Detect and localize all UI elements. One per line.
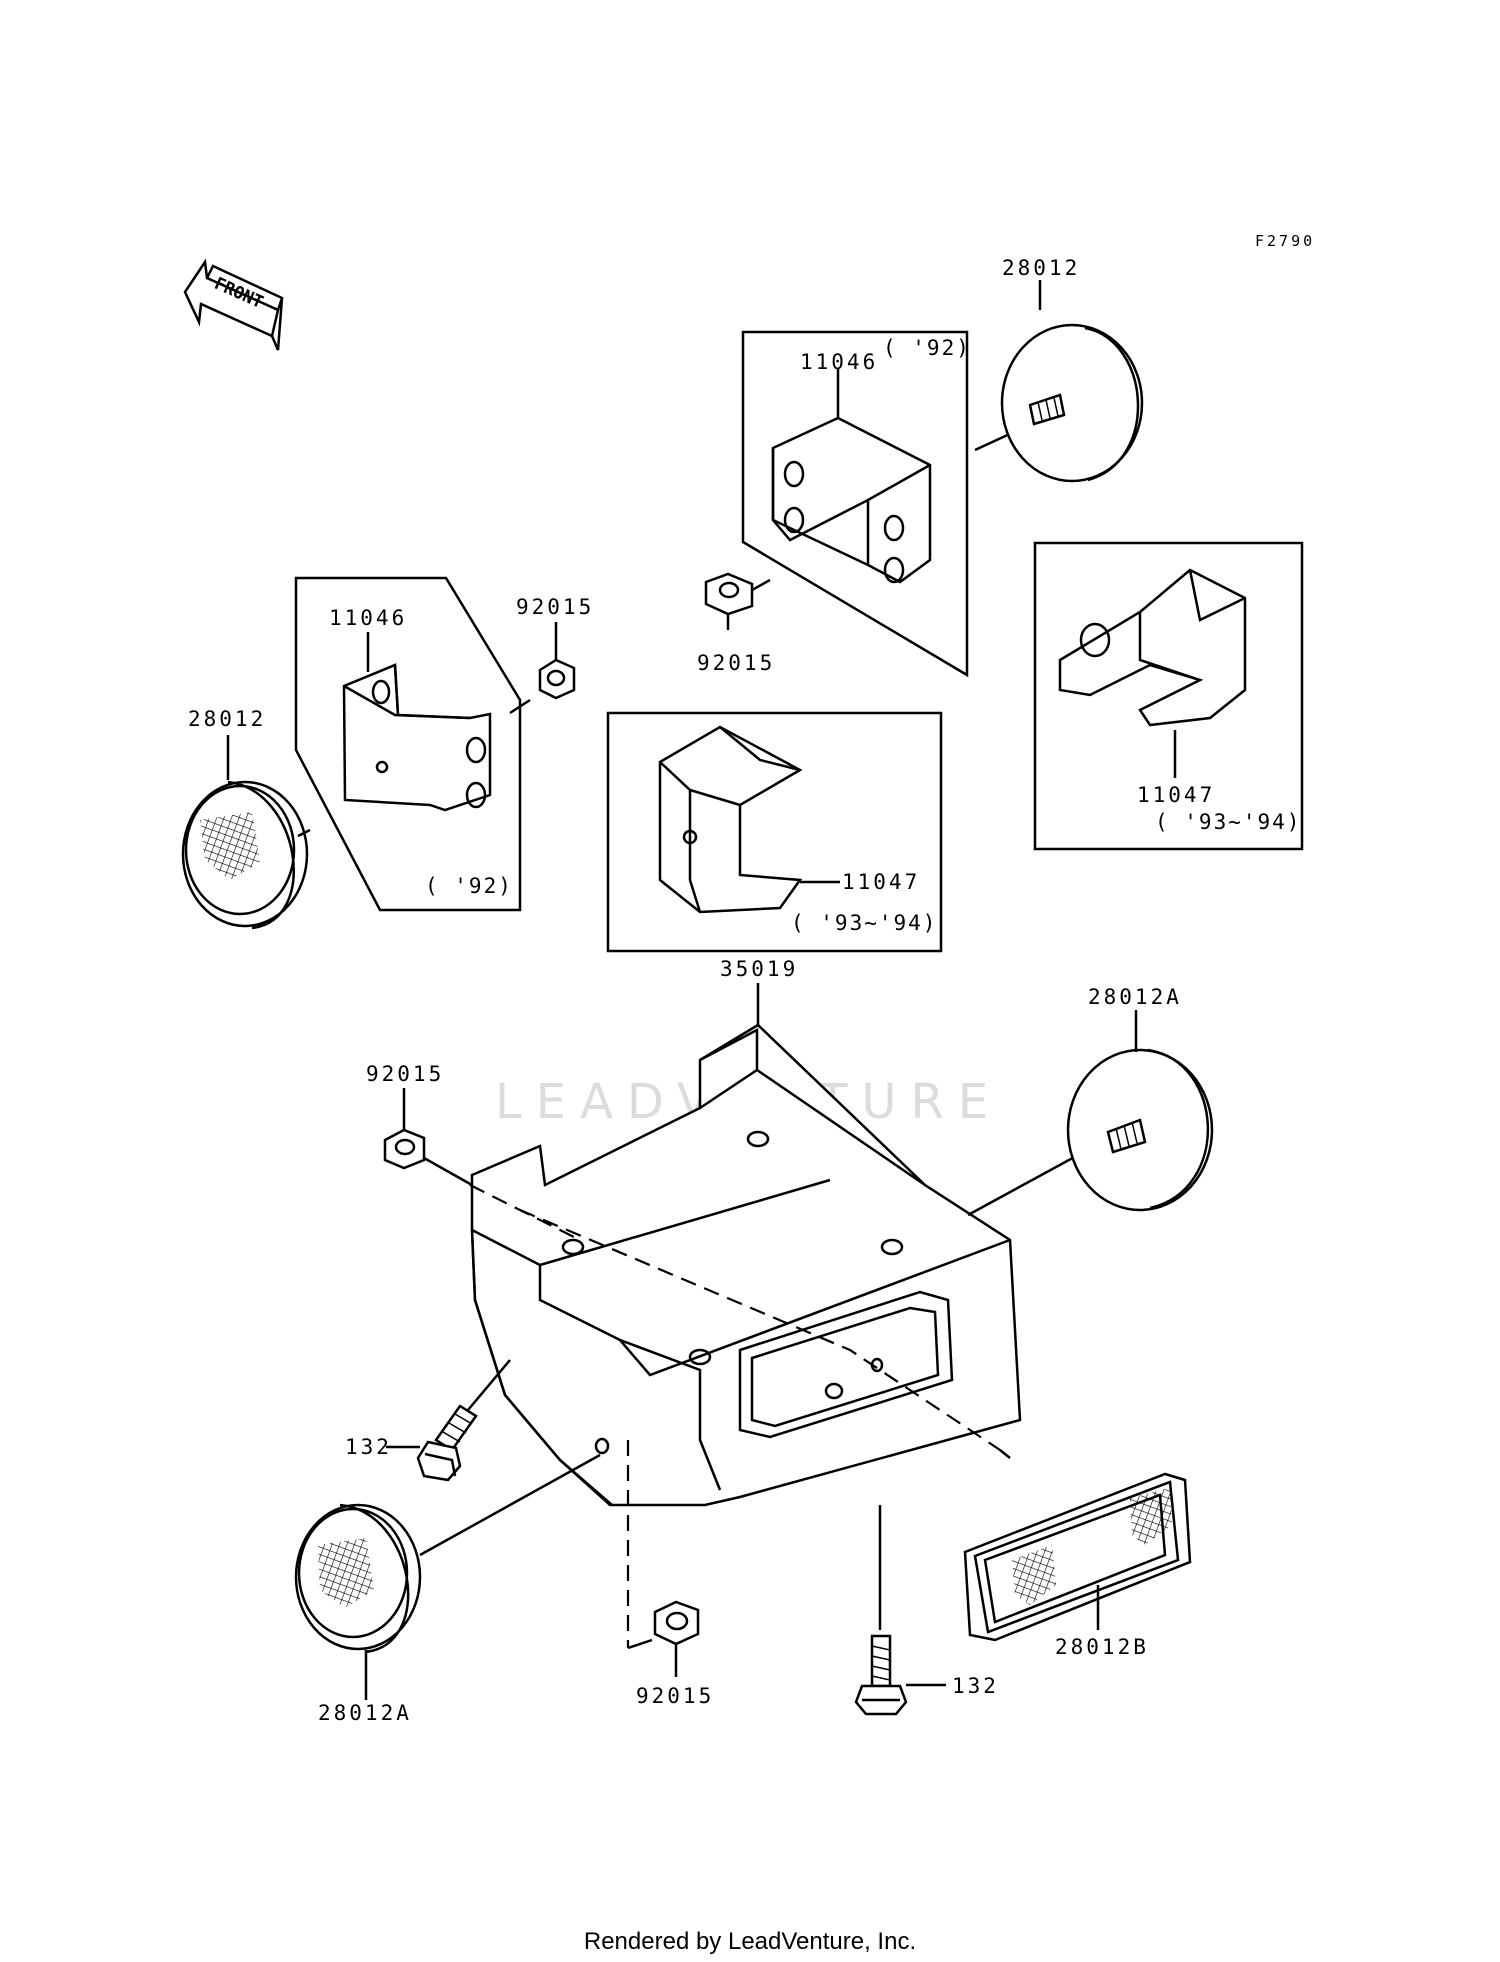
label-11047-center: 11047	[842, 870, 920, 894]
nut-92015-main-left	[383, 1128, 426, 1170]
label-28012-left: 28012	[188, 707, 266, 731]
figure-code: F2790	[1255, 232, 1315, 250]
label-11047-right: 11047	[1137, 783, 1215, 807]
reflector-28012-left	[181, 780, 309, 930]
bracket-11046-top	[771, 416, 932, 584]
label-28012A-right: 28012A	[1088, 985, 1182, 1009]
label-132-left: 132	[345, 1435, 392, 1459]
reflector-28012A-lower-left	[294, 1503, 422, 1654]
label-11047-right-year: ( '93~'94)	[1155, 810, 1301, 834]
footer-credit: Rendered by LeadVenture, Inc.	[583, 1928, 917, 1955]
label-11046-left: 11046	[329, 606, 407, 630]
bolt-132-bottom	[854, 1634, 908, 1716]
label-11046-top: 11046	[800, 350, 878, 374]
nut-92015-bottom	[653, 1600, 700, 1646]
label-132-bottom: 132	[952, 1674, 999, 1698]
bracket-11047-right	[1058, 568, 1247, 727]
bracket-93-right-group: 11047 ( '93~'94)	[1033, 541, 1304, 851]
label-92015-main-left: 92015	[366, 1062, 444, 1086]
label-11046-top-year: ( '92)	[883, 336, 971, 360]
bracket-93-center-group: 11047 ( '93~'94)	[606, 711, 943, 953]
label-28012A-lower-left: 28012A	[318, 1701, 412, 1725]
reflector-28012B	[963, 1472, 1192, 1642]
license-plate-bracket-35019	[470, 1023, 1022, 1507]
bolt-132-left	[416, 1404, 478, 1482]
label-92015-upper: 92015	[697, 651, 775, 675]
label-11047-center-year: ( '93~'94)	[791, 911, 937, 935]
bracket-11047-center	[658, 725, 803, 914]
bracket-11046-left	[342, 663, 492, 812]
bracket-92-top-group: 11046 ( '92) 92015	[697, 330, 971, 678]
reflector-28012-top-right	[1000, 323, 1144, 483]
nut-92015-left-upper	[538, 658, 576, 700]
label-28012B: 28012B	[1055, 1635, 1149, 1659]
reflector-28012A-right	[1066, 1048, 1214, 1212]
label-92015-bottom: 92015	[636, 1684, 714, 1708]
nut-92015-upper	[704, 572, 754, 616]
label-28012-top-right: 28012	[1002, 256, 1080, 280]
bracket-92-left-group: 11046 ( '92)	[294, 576, 522, 912]
label-35019: 35019	[720, 957, 798, 981]
label-92015-left-upper: 92015	[516, 595, 594, 619]
label-11046-left-year: ( '92)	[425, 874, 513, 898]
front-arrow-icon: FRONT	[183, 258, 284, 351]
